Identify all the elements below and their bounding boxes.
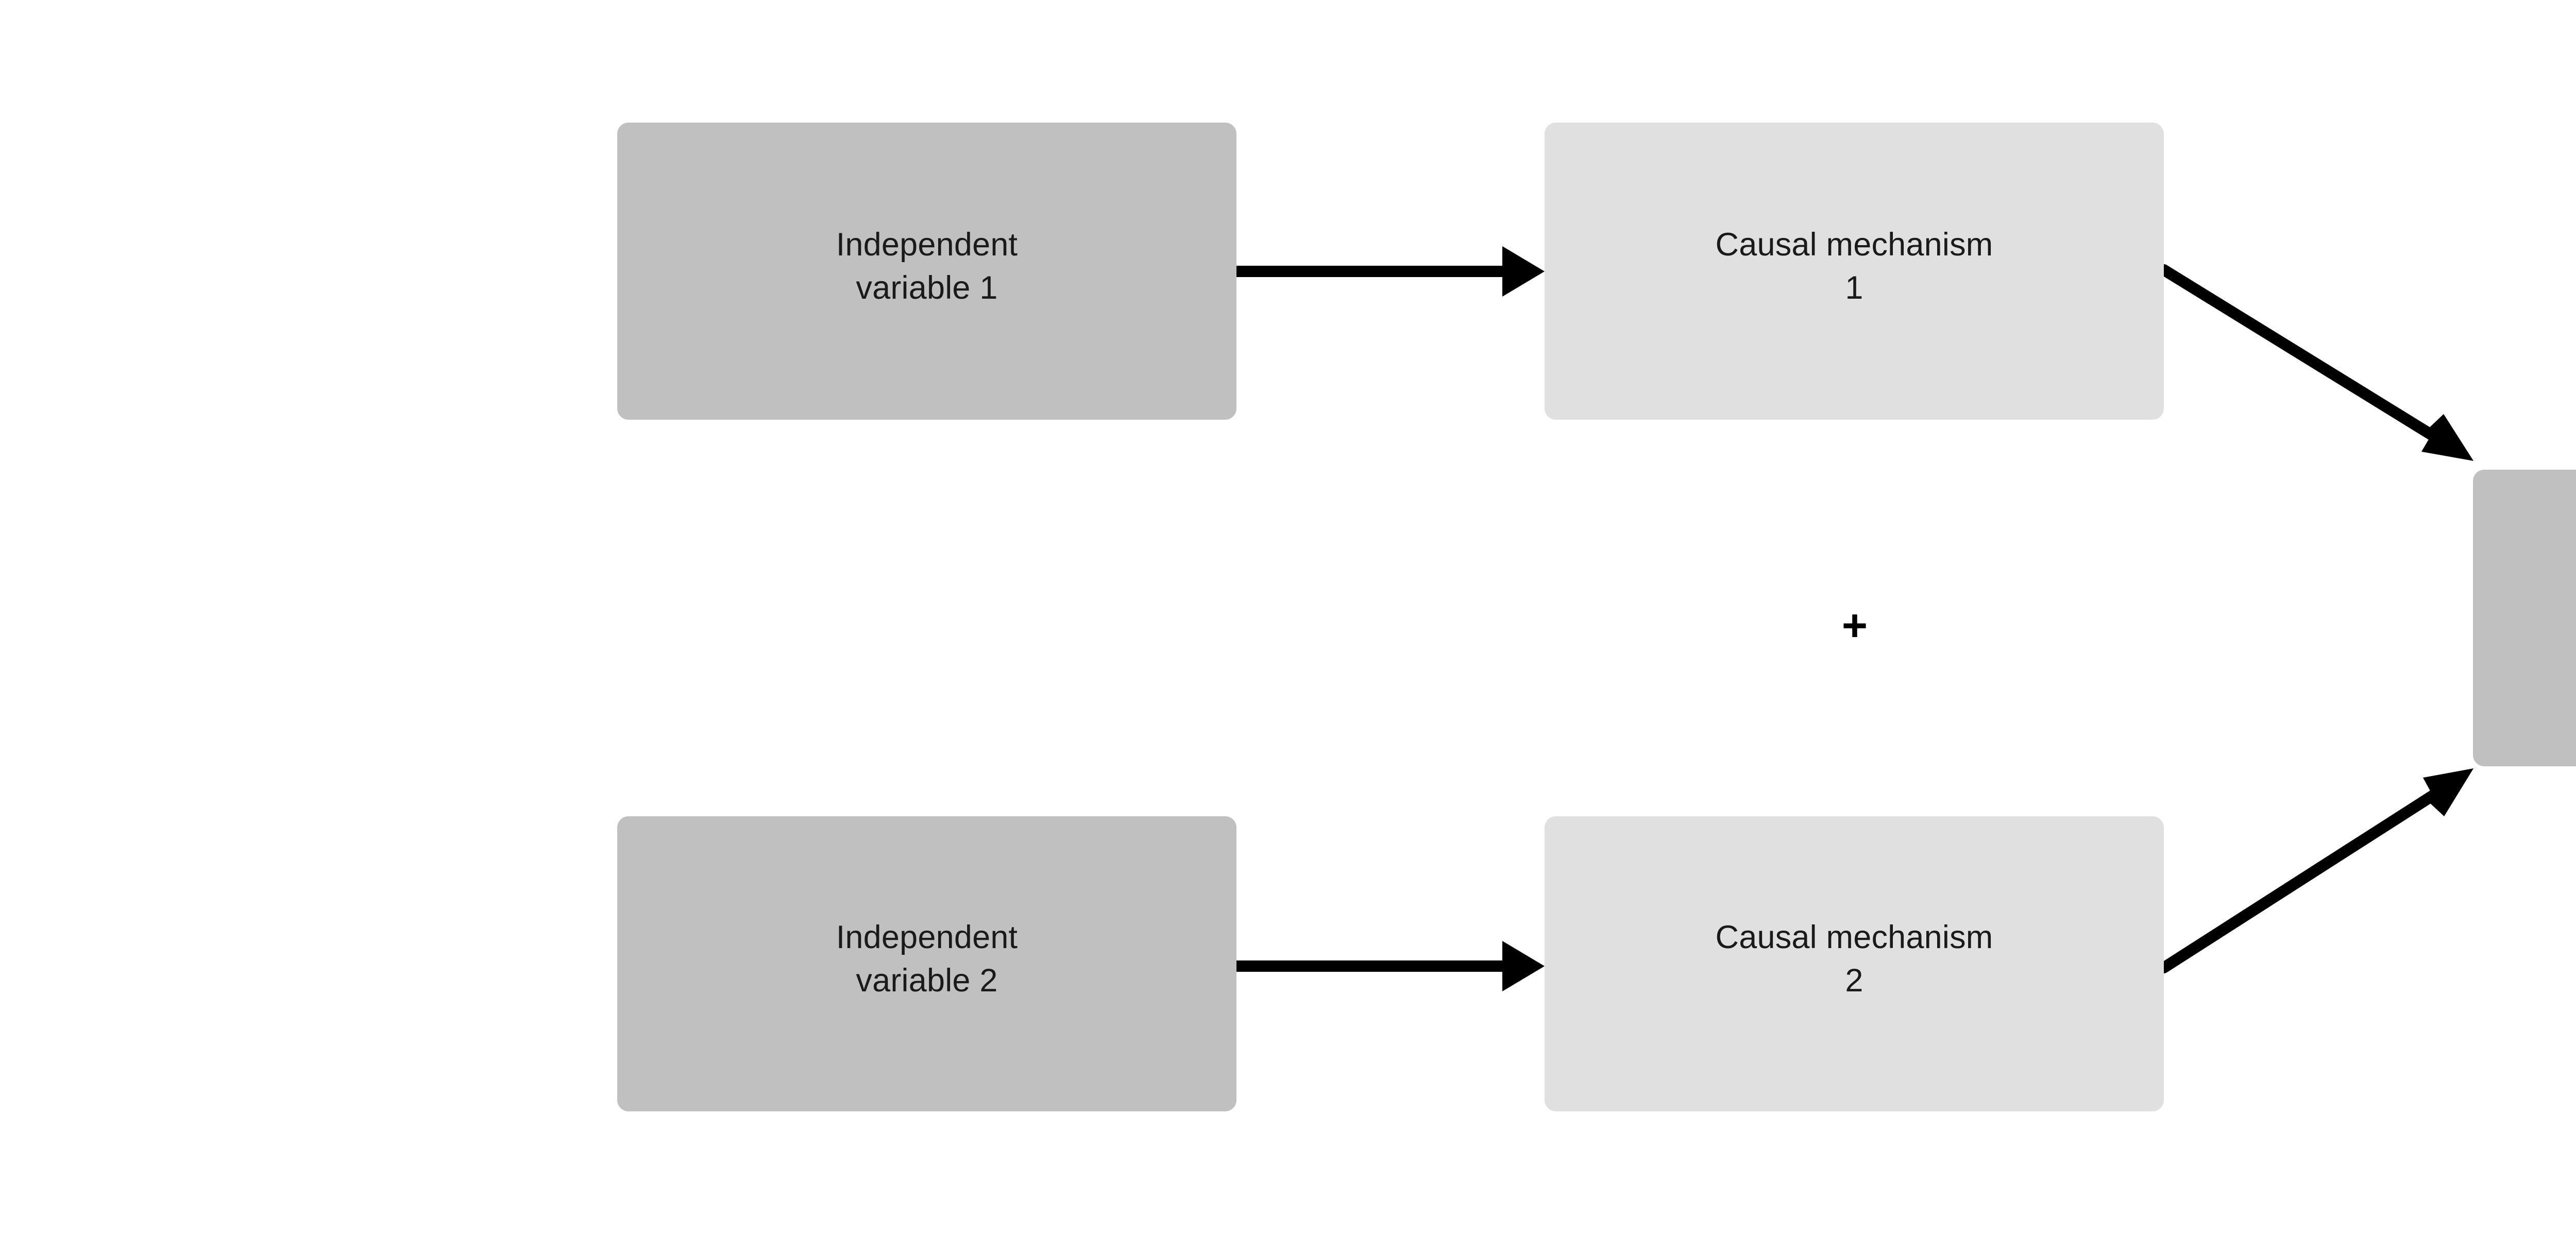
arrow-cm1-to-dv xyxy=(2158,264,2473,461)
plus-operator: + xyxy=(1841,601,1868,650)
node-causal-mechanism-2-label: Causal mechanism 2 xyxy=(1715,919,1993,999)
node-independent-variable-2[interactable]: Independent variable 2 xyxy=(617,816,1236,1111)
node-independent-variable-1-label: Independent variable 1 xyxy=(836,227,1018,306)
node-independent-variable-1[interactable]: Independent variable 1 xyxy=(617,123,1236,420)
node-dependent-variable-label: Dependent variable xyxy=(2473,470,2576,657)
arrow-iv2-to-cm2 xyxy=(1229,941,1545,991)
node-dependent-variable[interactable]: Dependent variable xyxy=(2473,470,2576,766)
node-independent-variable-2-label: Independent variable 2 xyxy=(836,919,1018,999)
node-causal-mechanism-1[interactable]: Causal mechanism 1 xyxy=(1545,123,2164,420)
node-causal-mechanism-1-label: Causal mechanism 1 xyxy=(1715,227,1993,306)
node-causal-mechanism-2[interactable]: Causal mechanism 2 xyxy=(1545,816,2164,1111)
arrow-iv1-to-cm1 xyxy=(1229,246,1545,297)
arrow-cm2-to-dv xyxy=(2158,768,2473,973)
